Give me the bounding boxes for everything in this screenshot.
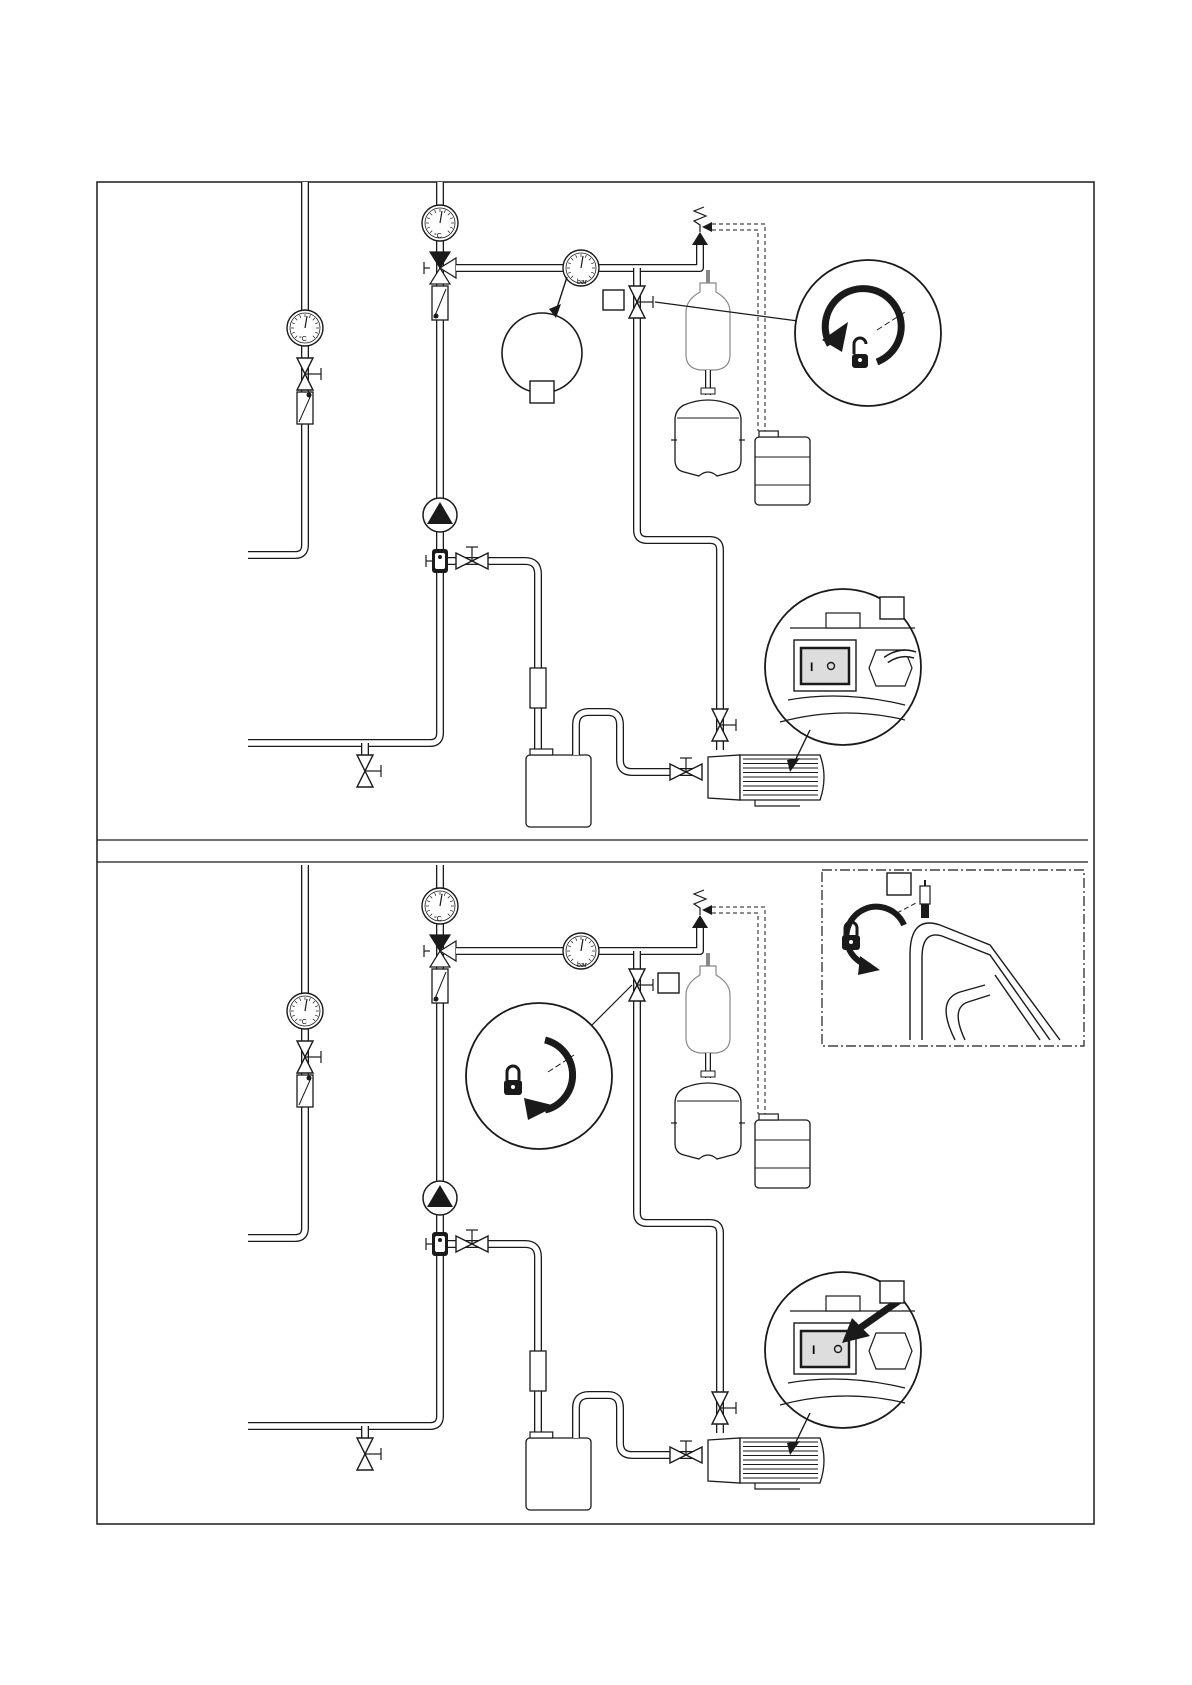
canister-icon — [526, 749, 591, 827]
thermometer-unit: °C — [299, 335, 307, 343]
callout-box — [530, 381, 554, 403]
filling-pump-motor-icon — [708, 755, 824, 806]
heating-return-pipe — [248, 182, 440, 743]
panel-step-1 — [248, 182, 824, 827]
expansion-vessel — [671, 400, 745, 476]
valve-icon — [629, 286, 653, 318]
heating-flow-pipe — [248, 182, 305, 555]
panel-step-2 — [248, 865, 824, 1510]
callout-box — [887, 873, 911, 895]
canister-icon — [526, 1432, 591, 1510]
canister-icon — [755, 1114, 810, 1188]
suction-hose — [576, 712, 700, 772]
safety-valve — [692, 915, 708, 928]
buffer-tank — [686, 953, 730, 1078]
fill-hose — [448, 561, 538, 752]
power-switch — [801, 648, 849, 684]
hose-filter — [530, 1351, 546, 1391]
valve-close-zoom — [466, 1003, 612, 1149]
callout-box — [880, 1281, 904, 1303]
valve-icon — [456, 1230, 488, 1252]
valve-icon — [357, 755, 381, 787]
expansion-vessel — [671, 1083, 745, 1159]
buffer-tank — [686, 270, 730, 395]
fill-hose — [448, 1244, 538, 1435]
valve-icon — [357, 1438, 381, 1470]
pump-triangle-icon — [423, 498, 457, 532]
pressure-gauge-unit: bar — [577, 962, 588, 969]
hose-filter — [530, 668, 546, 708]
valve-icon — [297, 1041, 321, 1073]
callout-box — [880, 597, 904, 619]
thermometer-unit: °C — [299, 1018, 307, 1026]
filling-pump-motor-icon — [708, 1438, 824, 1489]
heating-flow-pipe — [248, 865, 305, 1238]
valve-icon — [456, 547, 488, 569]
switch-on-mark: I — [810, 660, 813, 674]
pump-triangle-icon — [423, 1181, 457, 1215]
valve-icon — [712, 1392, 736, 1424]
figure-frame — [97, 182, 1094, 1524]
callout-box — [603, 290, 624, 310]
valve-icon — [297, 358, 321, 390]
pressure-gauge-unit: bar — [577, 279, 588, 286]
valve-icon — [670, 758, 702, 780]
callout-box — [658, 973, 679, 993]
thermometer-unit: °C — [434, 232, 442, 240]
valve-icon — [712, 709, 736, 741]
heating-return-pipe — [248, 865, 440, 1426]
switch-on-mark: I — [812, 1343, 815, 1357]
thermometer-unit: °C — [434, 915, 442, 923]
safety-valve — [692, 232, 708, 245]
valve-icon — [629, 969, 653, 1001]
suction-hose — [576, 1395, 700, 1455]
valve-icon — [670, 1441, 702, 1463]
valve-open-zoom — [795, 260, 941, 406]
air-vent — [920, 886, 930, 904]
canister-icon — [755, 431, 810, 505]
